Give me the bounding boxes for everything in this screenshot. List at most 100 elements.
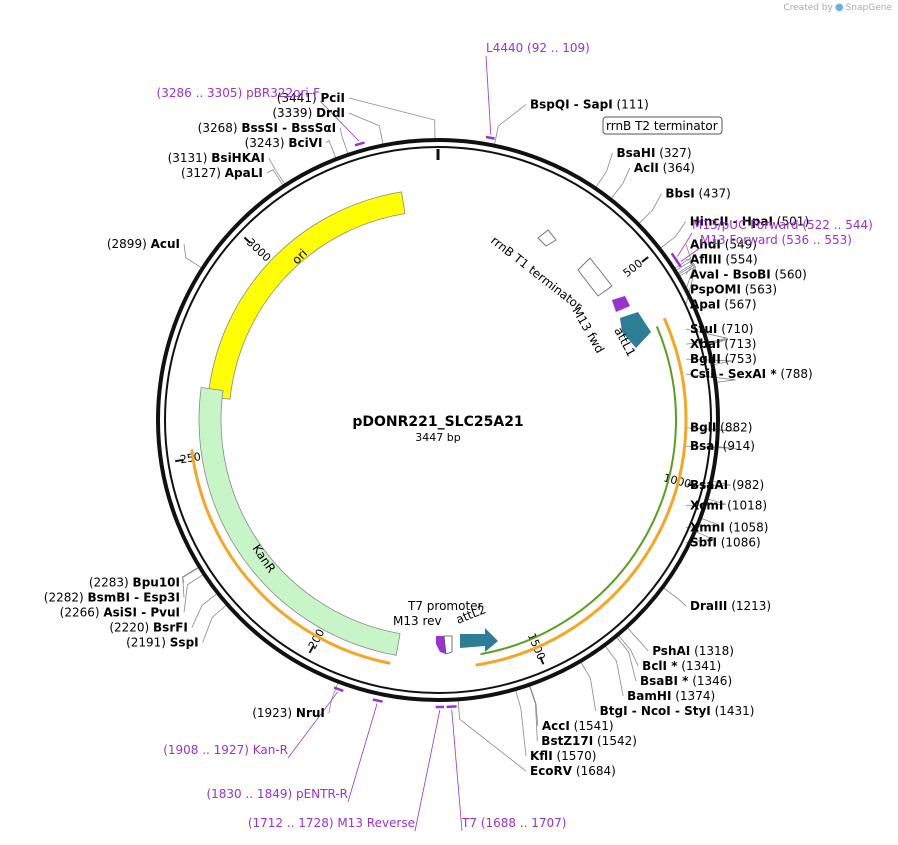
leader-line (183, 574, 204, 613)
enzyme-name: BglII (690, 352, 721, 366)
enzyme-site-label: CsiI - SexAI * (788) (690, 367, 813, 381)
enzyme-position: (3131) (168, 151, 212, 165)
t7-promoter-label: T7 promoter (407, 599, 483, 613)
enzyme-position: (560) (771, 267, 807, 281)
enzyme-site-label: (2283) Bpu10I (89, 575, 180, 589)
enzyme-name: AhdI (690, 237, 721, 251)
enzyme-site-label: AccI (1541) (542, 719, 614, 733)
enzyme-site-label: BsaBI * (1346) (640, 674, 732, 688)
enzyme-site-label: BglII (753) (690, 352, 757, 366)
leader-line (457, 700, 527, 772)
enzyme-position: (1684) (572, 764, 616, 778)
enzyme-position: (710) (717, 322, 753, 336)
snapgene-logo-icon: ● (834, 2, 844, 13)
enzyme-name: PciI (321, 91, 346, 105)
enzyme-site-label: BsaAI (982) (690, 478, 764, 492)
enzyme-name: BsaI (690, 439, 719, 453)
m13-fwd-label: M13 fwd (569, 305, 607, 356)
enzyme-site-label: DraIII (1213) (690, 599, 771, 613)
enzyme-site-label: AflIII (554) (690, 252, 758, 266)
leader-lines (181, 55, 738, 832)
enzyme-position: (2899) (107, 237, 151, 251)
rrnb-t2-feature (537, 229, 557, 247)
enzyme-position: (2266) (60, 605, 104, 619)
enzyme-position: (1341) (677, 659, 721, 673)
primer-range: (1688 .. 1707) (481, 816, 567, 830)
primer-binding-site (446, 705, 457, 709)
primer-leader (677, 232, 693, 257)
primer-range: (1908 .. 1927) (163, 743, 253, 757)
enzyme-site-label: BsaI (914) (690, 439, 755, 453)
enzyme-position: (364) (659, 161, 695, 175)
leader-line (202, 604, 227, 643)
primer-name: Kan-R (253, 743, 288, 757)
enzyme-name: AflIII (690, 252, 722, 266)
leader-line (348, 112, 384, 145)
enzyme-name: DrdI (316, 106, 345, 120)
enzyme-site-label: (1923) NruI (252, 706, 325, 720)
credit-prefix: Created by (783, 2, 833, 13)
primer-name: L4440 (486, 41, 527, 55)
enzyme-site-label: (3131) BsiHKAI (168, 151, 265, 165)
enzyme-site-label: (3127) ApaLI (181, 166, 263, 180)
primer-leader (319, 100, 360, 142)
enzyme-position: (2283) (89, 575, 133, 589)
t7-promoter-feature (443, 635, 453, 655)
enzyme-position: (753) (721, 352, 757, 366)
enzyme-name: AsiSI - PvuI (103, 605, 180, 619)
feature-group (190, 191, 688, 667)
enzyme-site-label: AvaI - BsoBI (560) (690, 267, 807, 281)
rrnb-t1-feature (577, 257, 613, 297)
leader-line (595, 152, 613, 188)
tick-mark (687, 483, 696, 488)
leader-line (183, 243, 202, 269)
leader-line (685, 328, 727, 344)
leader-line (685, 373, 736, 383)
enzyme-site-label: PspOMI (563) (690, 282, 777, 296)
leader-line (181, 566, 199, 583)
enzyme-position: (1018) (723, 498, 767, 512)
enzyme-name: SspI (170, 635, 199, 649)
enzyme-name: Bpu10I (133, 575, 180, 589)
primer-leader (680, 247, 701, 262)
enzyme-site-label: (2282) BsmBI - Esp3I (44, 590, 180, 604)
primer-range: (1712 .. 1728) (248, 816, 338, 830)
credit-brand: SnapGene (845, 2, 892, 13)
enzyme-position: (1213) (727, 599, 771, 613)
enzyme-site-label: BspQI - SapI (111) (530, 97, 649, 111)
enzyme-name: HincII - HpaI (690, 215, 773, 229)
insert-highlight-left (190, 449, 391, 665)
leader-line (678, 263, 696, 290)
enzyme-site-label: ApaI (567) (690, 297, 757, 311)
primer-leader (414, 709, 441, 832)
leader-line (191, 593, 218, 628)
primer-name: pENTR-R (296, 787, 348, 801)
enzyme-site-label: StuI (710) (690, 322, 753, 336)
backbone-inner (164, 146, 712, 694)
enzyme-position: (1541) (570, 719, 614, 733)
primer-range: (536 .. 553) (782, 233, 852, 247)
enzyme-name: BamHI (627, 689, 671, 703)
leader-line (339, 127, 349, 154)
leader-line (610, 167, 631, 199)
enzyme-name: XmnI (690, 520, 725, 534)
leader-line (528, 685, 538, 742)
enzyme-position: (549) (721, 237, 757, 251)
enzyme-position: (554) (722, 252, 758, 266)
primer-label: (1908 .. 1927) Kan-R (163, 743, 288, 757)
primer-label: M13 Forward (536 .. 553) (700, 233, 852, 247)
enzyme-site-label: (3243) BciVI (245, 136, 323, 150)
leader-line (685, 358, 733, 366)
enzyme-name: KflI (530, 749, 553, 763)
enzyme-site-label: BtgI - NcoI - StyI (1431) (600, 704, 755, 718)
primer-name: pBR322ori-F (246, 86, 320, 100)
enzyme-site-label: AclI (364) (634, 161, 695, 175)
leader-line (604, 645, 624, 697)
site-labels: BspQI - SapI (111)BsaHI (327)AclI (364)B… (44, 41, 873, 830)
leader-line (679, 265, 697, 305)
enzyme-position: (437) (695, 187, 731, 201)
tick-mark (539, 656, 545, 665)
primer-label: (3286 .. 3305) pBR322ori-F (157, 86, 321, 100)
primer-label: (1830 .. 1849) pENTR-R (206, 787, 348, 801)
enzyme-name: NruI (296, 706, 325, 720)
